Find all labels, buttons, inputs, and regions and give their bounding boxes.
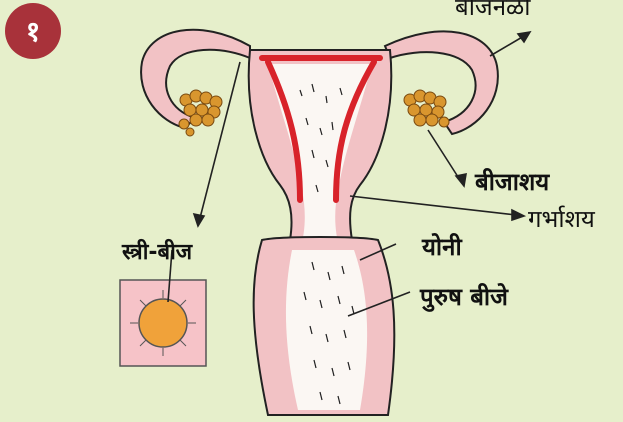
egg-cell: [139, 299, 187, 347]
vaginal-canal: [286, 250, 367, 410]
label-fallopian-tube: बीजनळी: [455, 0, 531, 23]
figure-number-badge: १: [5, 3, 61, 59]
label-egg: स्त्री-बीज: [122, 236, 192, 266]
label-ovary: बीजाशय: [475, 165, 549, 198]
ovary-left: [179, 90, 222, 136]
label-vagina: योनी: [422, 230, 462, 263]
ovary-right: [404, 90, 449, 127]
label-uterus: गर्भाशय: [528, 202, 595, 235]
label-sperm: पुरुष बीजे: [420, 280, 508, 313]
